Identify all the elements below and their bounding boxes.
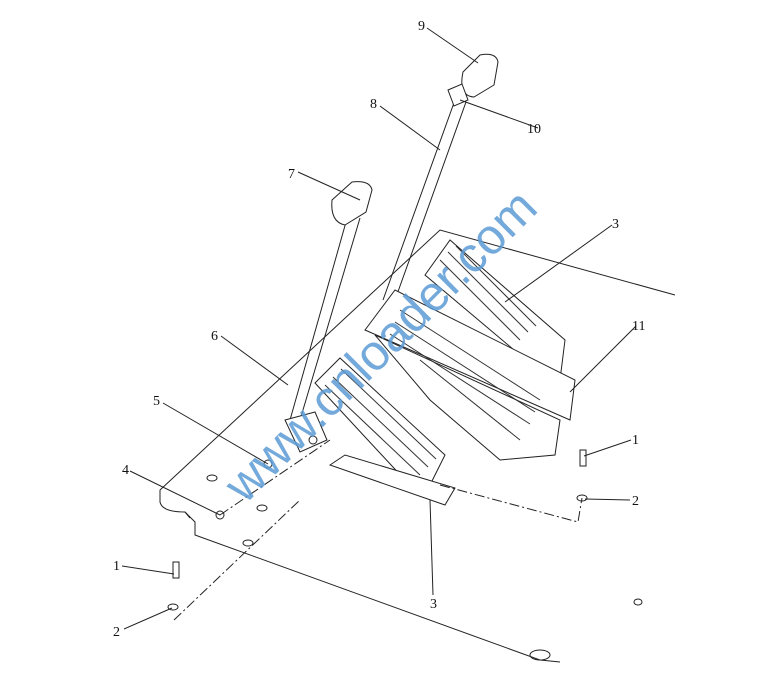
callout-11: 11 xyxy=(632,319,645,334)
callout-8: 8 xyxy=(370,97,377,112)
callout-3-top: 3 xyxy=(612,217,619,232)
floor-plate xyxy=(159,229,676,663)
lever-6 xyxy=(284,181,373,453)
leader-lines xyxy=(121,27,637,630)
callout-3-bottom: 3 xyxy=(430,597,437,612)
callout-1-left: 1 xyxy=(113,559,120,574)
center-lines xyxy=(173,439,583,621)
callout-7: 7 xyxy=(288,167,295,182)
callout-9: 9 xyxy=(418,19,425,34)
callout-1-right: 1 xyxy=(632,433,639,448)
lever-8 xyxy=(382,53,499,301)
callout-4: 4 xyxy=(122,463,129,478)
callout-6: 6 xyxy=(211,329,218,344)
callout-5: 5 xyxy=(153,394,160,409)
callout-2-right: 2 xyxy=(632,494,639,509)
brake-pedal xyxy=(364,239,576,461)
callout-10: 10 xyxy=(527,122,541,137)
callout-2-left: 2 xyxy=(113,625,120,640)
accelerator-pedal xyxy=(314,357,456,506)
